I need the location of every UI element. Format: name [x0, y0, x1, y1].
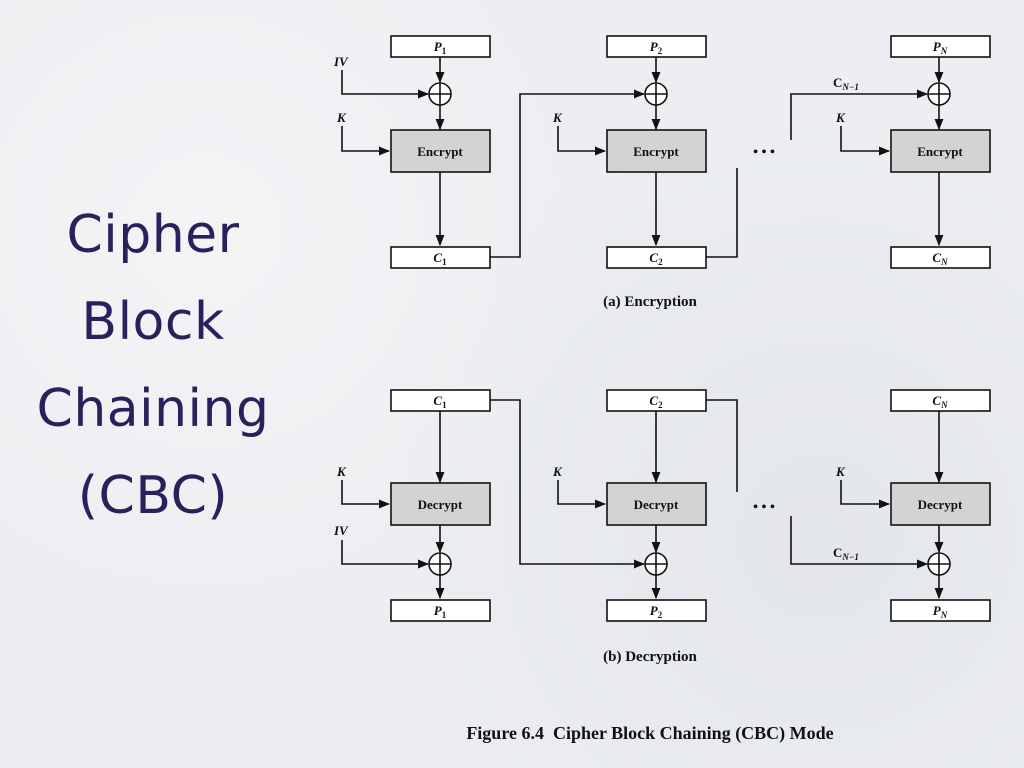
decryption-section — [341, 389, 991, 622]
dec-chain-label: CN−1 — [833, 545, 859, 562]
slide-title-line-1: Cipher — [66, 205, 240, 265]
enc-encrypt-box-1 — [390, 129, 491, 173]
enc-key-label-1: K — [336, 110, 347, 125]
enc-output-label-n: CN — [932, 250, 948, 267]
enc-xor-n — [927, 82, 951, 106]
enc-output-label-1: C1 — [433, 250, 447, 267]
enc-iv-label: IV — [333, 54, 349, 69]
enc-xor-2 — [644, 82, 668, 106]
dec-input-label-n: CN — [932, 393, 948, 410]
enc-input-label-2: P2 — [650, 39, 663, 56]
slide-title-line-4: (CBC) — [77, 466, 229, 526]
enc-key-label-2: K — [552, 110, 563, 125]
enc-input-label-1: P1 — [434, 39, 447, 56]
dec-decrypt-label-1: Decrypt — [418, 497, 463, 512]
dec-key-label-2: K — [552, 464, 563, 479]
dec-output-label-n: PN — [933, 603, 948, 620]
dec-decrypt-label-n: Decrypt — [918, 497, 963, 512]
enc-ellipsis: • • • — [753, 145, 775, 160]
dec-output-box-n — [890, 599, 991, 622]
dec-key-label-n: K — [835, 464, 846, 479]
dec-output-box-2 — [606, 599, 707, 622]
dec-decrypt-box-n — [890, 482, 991, 526]
slide-title-line-2: Block — [81, 292, 225, 352]
enc-encrypt-label-n: Encrypt — [917, 144, 963, 159]
dec-input-box-n — [890, 389, 991, 412]
slide-title: Cipher Block Chaining (CBC) — [18, 192, 288, 540]
enc-encrypt-box-2 — [606, 129, 707, 173]
dec-output-label-2: P2 — [650, 603, 663, 620]
dec-input-label-2: C2 — [649, 393, 663, 410]
encryption-section — [341, 35, 991, 269]
slide-title-line-3: Chaining — [36, 379, 270, 439]
dec-xor-n — [927, 552, 951, 576]
enc-chain-label: CN−1 — [833, 75, 859, 92]
enc-input-label-n: PN — [933, 39, 948, 56]
figure-caption: Figure 6.4 Cipher Block Chaining (CBC) M… — [466, 723, 833, 744]
enc-key-label-n: K — [835, 110, 846, 125]
dec-decrypt-box-1 — [390, 482, 491, 526]
enc-caption: (a) Encryption — [603, 294, 697, 310]
dec-xor-2 — [644, 552, 668, 576]
decryption-labels: K K K IV C1 C2 CN Decrypt Decrypt Decryp… — [333, 393, 963, 665]
dec-caption: (b) Decryption — [603, 649, 697, 665]
dec-decrypt-label-2: Decrypt — [634, 497, 679, 512]
dec-key-label-1: K — [336, 464, 347, 479]
dec-xor-1 — [428, 552, 452, 576]
encryption-labels: IV K K K P1 P2 PN Encrypt Encrypt Encryp… — [333, 39, 963, 310]
dec-decrypt-box-2 — [606, 482, 707, 526]
enc-encrypt-label-2: Encrypt — [633, 144, 679, 159]
dec-output-box-1 — [390, 599, 491, 622]
enc-output-box-n — [890, 246, 991, 269]
enc-encrypt-box-n — [890, 129, 991, 173]
dec-iv-label: IV — [333, 523, 349, 538]
dec-output-label-1: P1 — [434, 603, 447, 620]
enc-input-box-n — [890, 35, 991, 58]
enc-output-label-2: C2 — [649, 250, 663, 267]
enc-encrypt-label-1: Encrypt — [417, 144, 463, 159]
dec-ellipsis: • • • — [753, 500, 775, 515]
dec-input-label-1: C1 — [433, 393, 447, 410]
enc-xor-1 — [428, 82, 452, 106]
